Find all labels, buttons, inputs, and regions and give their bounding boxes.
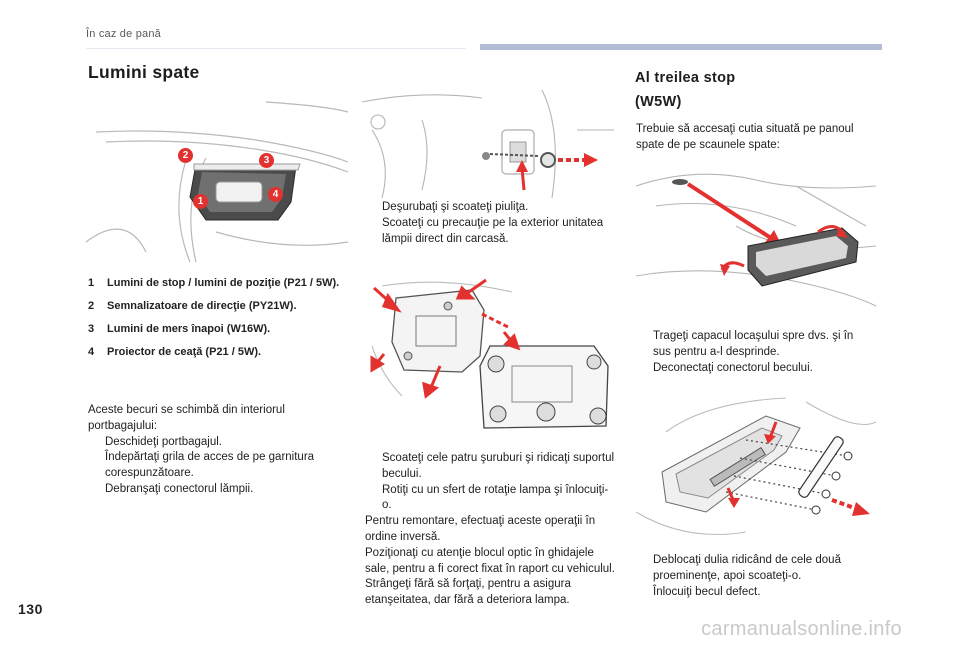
page-title: Lumini spate — [88, 62, 200, 82]
watermark: carmanualsonline.info — [701, 618, 902, 640]
right-steps-bottom: Deblocaţi dulia ridicând de cele două pr… — [636, 553, 872, 600]
list-item: Îndepărtaţi grila de acces de pe garnitu… — [105, 451, 315, 480]
right-intro: Trebuie să accesaţi cutia situată pe pan… — [636, 123, 854, 151]
callout-4: 4 — [268, 187, 283, 202]
third-brake-light-illustration — [635, 173, 877, 307]
right-steps-mid: Trageţi capacul locaşului spre dvs. şi î… — [636, 329, 872, 376]
header-divider — [86, 48, 466, 49]
note-text: Poziţionaţi cu atenţie blocul optic în g… — [365, 546, 615, 575]
note-text: Pentru remontare, efectuaţi aceste opera… — [365, 515, 596, 543]
list-item: Debranşaţi conectorul lămpii. — [105, 482, 254, 495]
list-item: Deşurubaţi şi scoateţi piuliţa. — [382, 201, 529, 213]
bulb-holder-illustration — [635, 397, 877, 536]
list-item: Scoateţi cele patru şuruburi şi ridicaţi… — [382, 452, 615, 480]
list-item: Deschideţi portbagajul. — [105, 435, 222, 448]
rear-light-illustration — [85, 101, 349, 263]
list-item: Deblocaţi dulia ridicând de cele două pr… — [653, 554, 841, 582]
page-number: 130 — [18, 601, 43, 617]
note-text: Strângeţi fără să forţaţi, pentru a asig… — [365, 578, 571, 607]
callout-3: 3 — [259, 153, 274, 168]
callout-2: 2 — [178, 148, 193, 163]
nut-removal-illustration — [361, 89, 614, 199]
list-item: Trageţi capacul locaşului spre dvs. şi î… — [653, 330, 854, 358]
callout-1: 1 — [193, 194, 208, 209]
middle-steps-bottom: Scoateţi cele patru şuruburi şi ridicaţi… — [365, 451, 617, 609]
intro-text: Aceste becuri se schimbă din interiorul … — [88, 404, 285, 432]
lamp-unit-illustration — [370, 278, 609, 429]
left-instructions: Aceste becuri se schimbă din interiorul … — [88, 403, 343, 498]
middle-steps-top: Deşurubaţi şi scoateţi piuliţa. Scoateţi… — [365, 200, 617, 247]
list-item: Deconectaţi conectorul becului. — [653, 361, 813, 374]
section-title: Al treilea stop(W5W) — [635, 70, 736, 110]
section-header: În caz de pană — [86, 28, 161, 40]
list-item: Înlocuiţi becul defect. — [653, 585, 761, 598]
header-accent-bar — [480, 44, 882, 50]
list-item: Scoateţi cu precauţie pe la exterior uni… — [382, 216, 604, 245]
list-item: Rotiţi cu un sfert de rotaţie lampa şi î… — [382, 483, 609, 512]
